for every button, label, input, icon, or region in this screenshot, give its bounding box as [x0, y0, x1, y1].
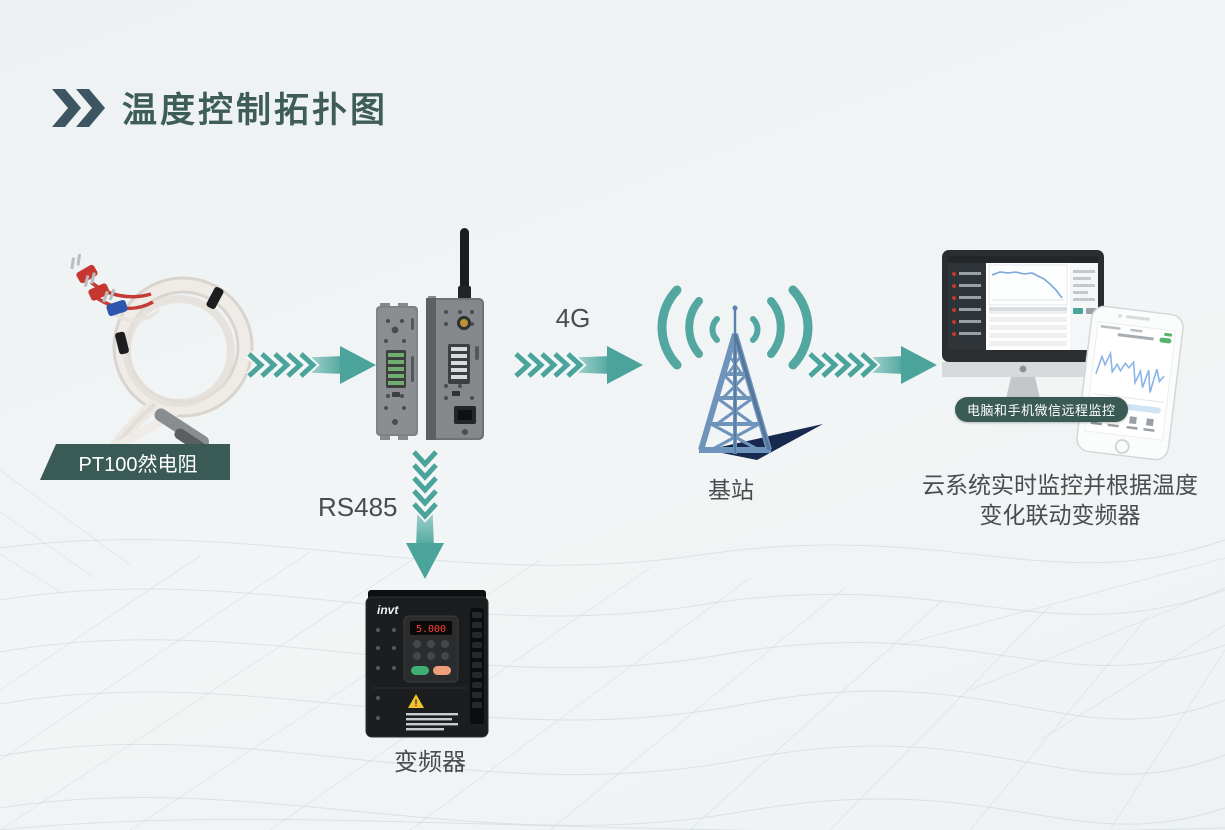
page-title: 温度控制拓扑图	[122, 91, 389, 130]
chevron-flow-arrow-icon	[512, 346, 643, 384]
link-rs485-label: RS485	[318, 492, 398, 522]
page-header: 温度控制拓扑图	[52, 82, 388, 133]
sensor-label: PT100然电阻	[40, 444, 230, 480]
inverter-keypad: 5.000	[403, 615, 459, 683]
chevron-flow-arrow-icon	[245, 346, 376, 384]
warning-triangle-icon	[408, 694, 424, 708]
iphone-svg	[1076, 305, 1184, 461]
inverter-label: 变频器	[394, 749, 466, 776]
base-station-label: 基站	[708, 477, 754, 503]
chevron-flow-arrow-down-icon	[406, 448, 444, 579]
apple-logo-icon	[1019, 365, 1027, 373]
pt100-sensor-image	[70, 253, 254, 454]
cloud-caption-line1: 云系统实时监控并根据温度	[922, 472, 1198, 498]
inverter-led-display: 5.000	[416, 624, 446, 635]
double-chevron-right-icon	[52, 88, 105, 127]
cloud-caption-line2: 变化联动变频器	[979, 502, 1141, 528]
monitor-badge: 电脑和手机微信远程监控	[955, 397, 1128, 422]
rtu-gateway-image	[376, 228, 484, 440]
monitor-badge-text: 电脑和手机微信远程监控	[967, 403, 1116, 418]
cloud-caption: 云系统实时监控并根据温度 变化联动变频器	[895, 470, 1225, 530]
terminal-lugs	[70, 253, 128, 317]
vfd-inverter-image: invt 5.000 !	[365, 590, 489, 738]
cell-tower-icon	[657, 285, 823, 460]
radio-waves-icon	[657, 285, 813, 370]
sensor-label-text: PT100然电阻	[78, 453, 198, 476]
svg-text:!: !	[415, 698, 418, 708]
iphone-image	[1073, 303, 1187, 464]
imac-monitor-image	[942, 250, 1104, 413]
chevron-flow-arrow-icon	[806, 346, 937, 384]
link-4g-label: 4G	[555, 303, 591, 333]
inverter-brand: invt	[377, 603, 399, 617]
